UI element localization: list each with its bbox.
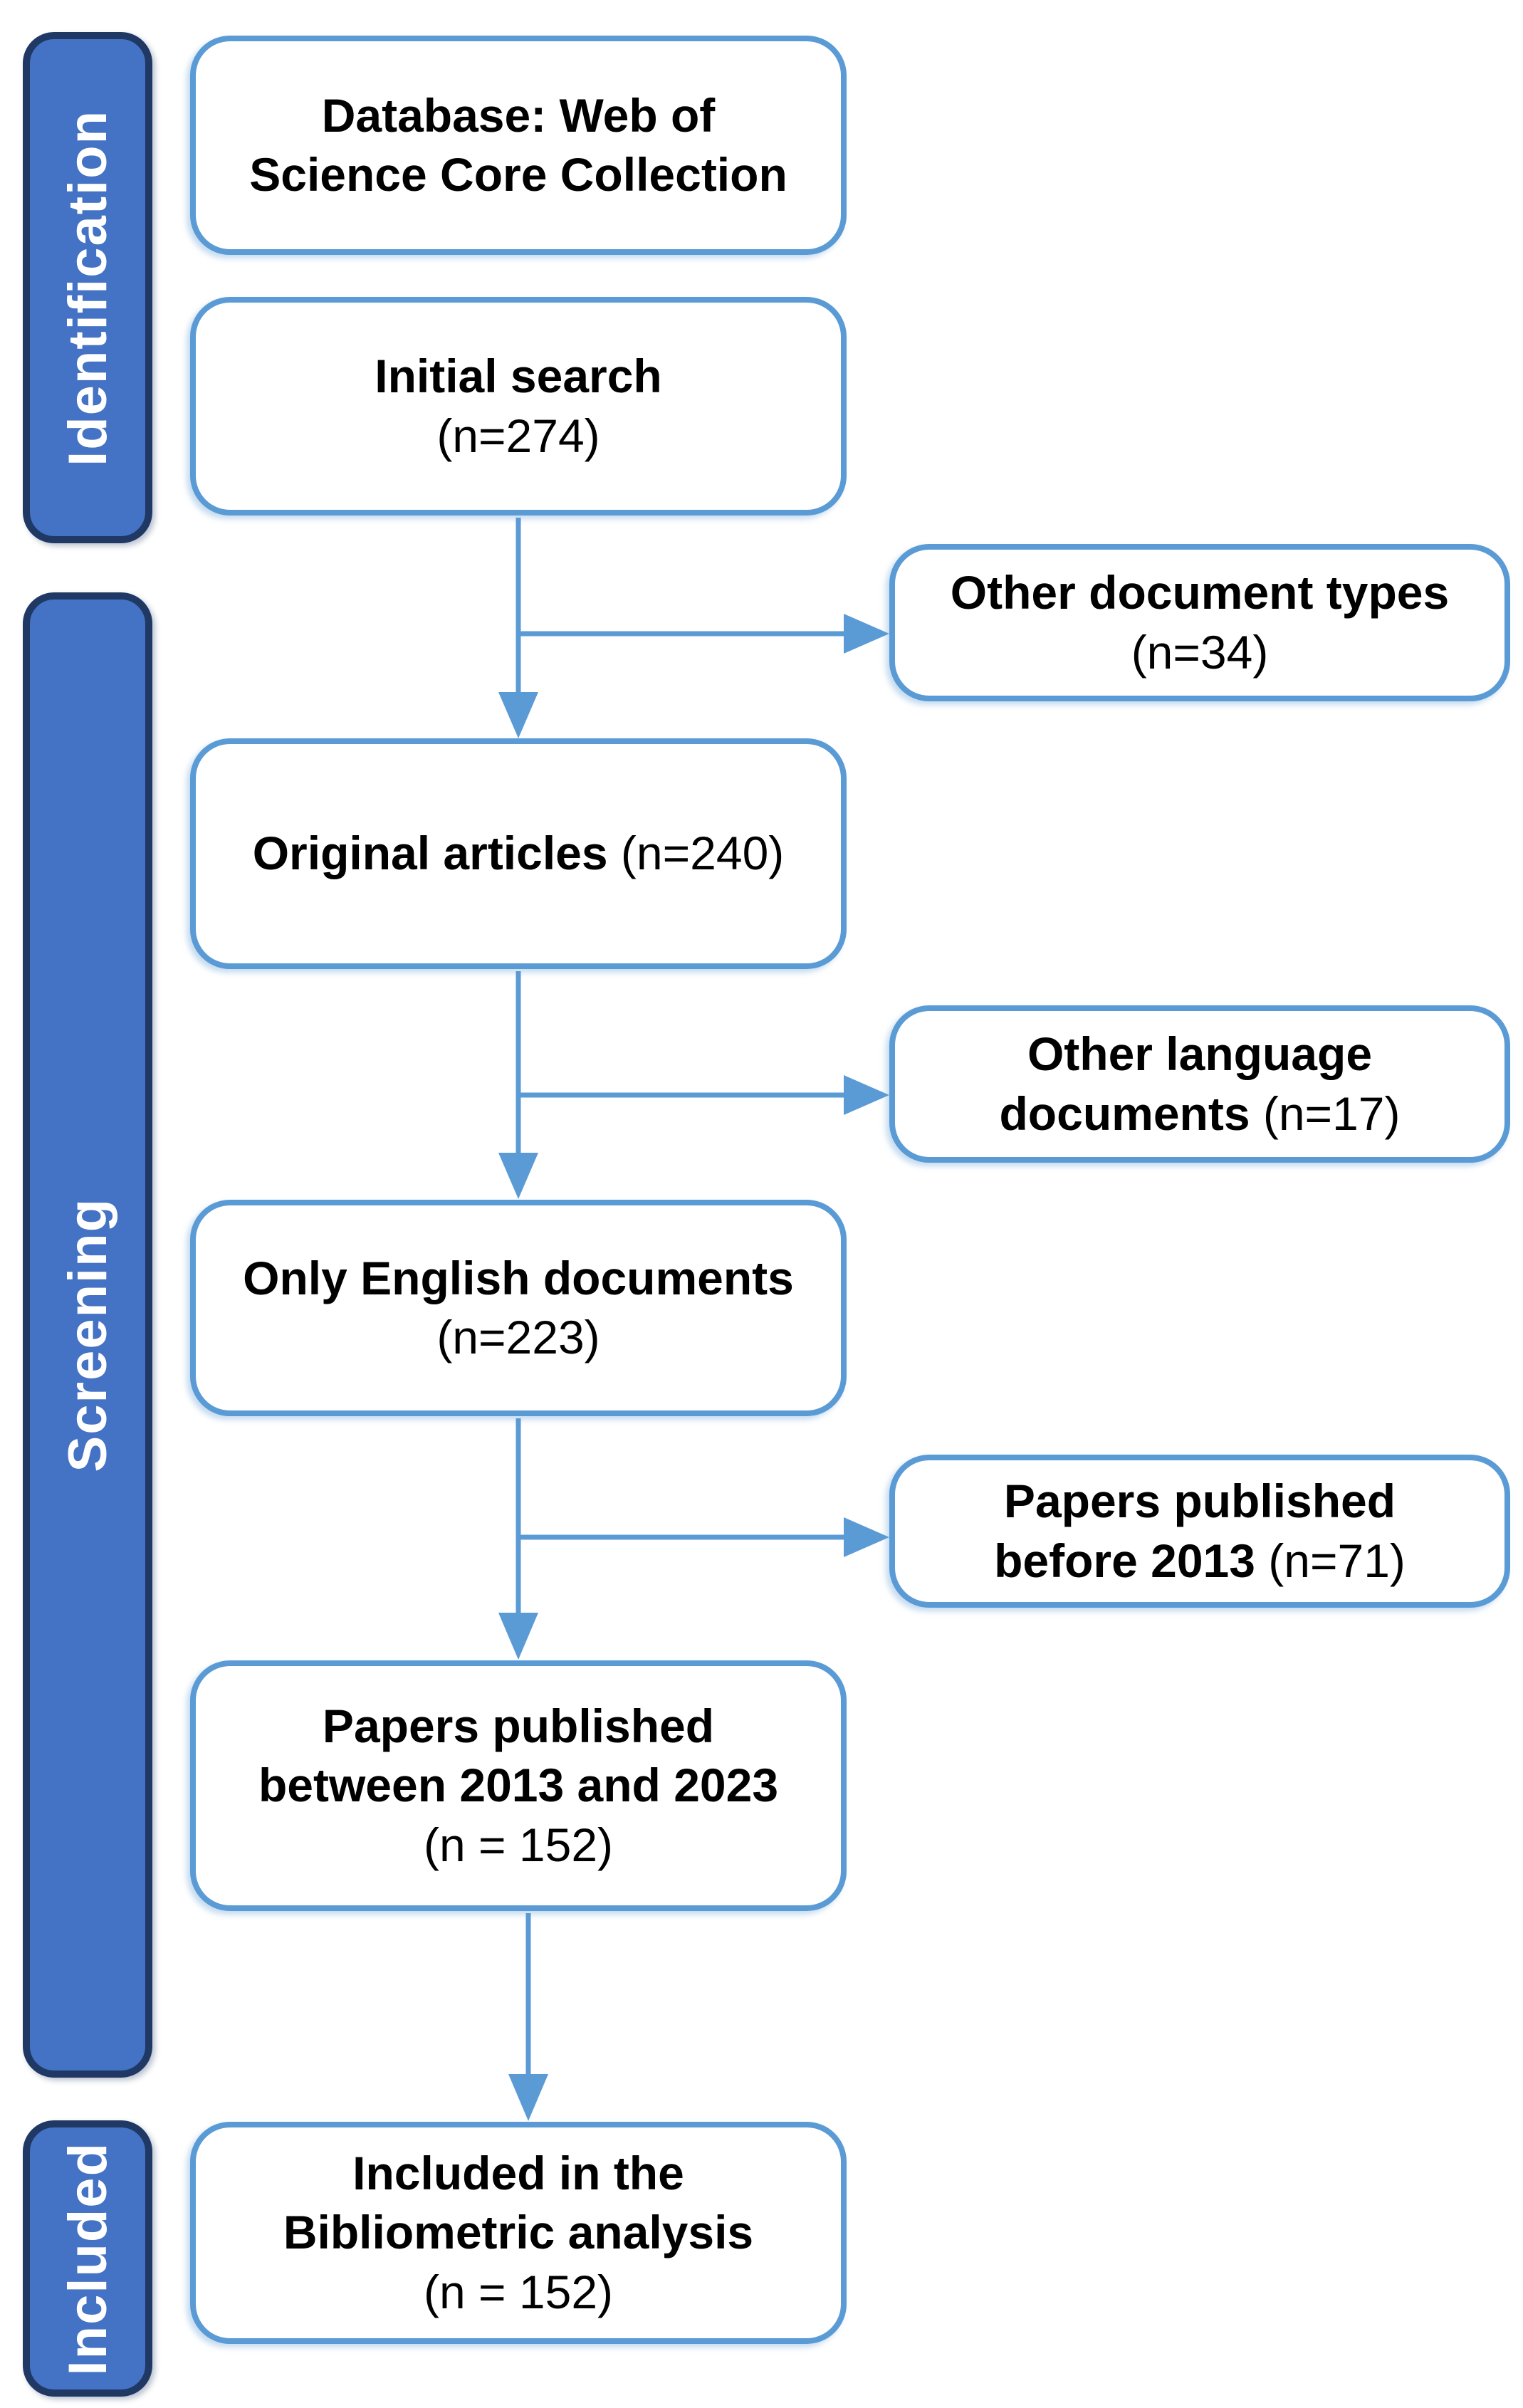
box-included-bibliometric-line1: Included in the [352, 2147, 684, 2200]
stage-included-label: Included [57, 2141, 118, 2376]
box-included-bibliometric-count: (n = 152) [424, 2265, 613, 2318]
box-included-bibliometric-line2: Bibliometric analysis [283, 2206, 754, 2259]
connector-branch-other-language [518, 1075, 889, 1115]
box-published-2013-2023-line2: between 2013 and 2023 [258, 1759, 779, 1812]
box-excluded-other-document-types-title: Other document types [950, 566, 1450, 619]
box-excluded-other-language-count: (n=17) [1250, 1087, 1401, 1140]
box-excluded-before-2013-count: (n=71) [1255, 1534, 1406, 1587]
connector-initial-to-original [498, 518, 538, 738]
box-only-english: Only English documents (n=223) [190, 1200, 847, 1416]
box-excluded-other-language-line1: Other language [1027, 1027, 1373, 1081]
box-initial-search-title: Initial search [375, 350, 662, 403]
box-database-line1: Database: Web of [321, 88, 716, 142]
box-excluded-before-2013-line1: Papers published [1003, 1475, 1396, 1528]
stage-screening-label: Screening [57, 1198, 118, 1472]
box-only-english-title: Only English documents [243, 1251, 794, 1304]
stage-included: Included [23, 2120, 152, 2397]
connector-branch-before-2013 [518, 1517, 889, 1557]
stage-identification: Identification [23, 32, 152, 543]
stage-identification-label: Identification [57, 109, 118, 466]
box-original-articles-count: (n=240) [607, 827, 785, 880]
box-original-articles: Original articles (n=240) [190, 738, 847, 969]
stage-screening: Screening [23, 592, 152, 2078]
box-excluded-before-2013: Papers published before 2013 (n=71) [889, 1455, 1510, 1608]
box-original-articles-title: Original articles [252, 827, 608, 880]
connector-english-to-between [498, 1418, 538, 1660]
box-excluded-other-document-types-count: (n=34) [1131, 625, 1269, 679]
box-database-line2: Science Core Collection [249, 148, 787, 201]
box-published-2013-2023: Papers published between 2013 and 2023 (… [190, 1660, 847, 1911]
box-published-2013-2023-line1: Papers published [322, 1700, 715, 1753]
connector-original-to-english [498, 971, 538, 1199]
box-excluded-before-2013-line2: before 2013 [994, 1534, 1255, 1587]
box-published-2013-2023-count: (n = 152) [424, 1818, 613, 1871]
box-database-source: Database: Web of Science Core Collection [190, 36, 847, 255]
connector-branch-other-document-types [518, 614, 889, 654]
box-only-english-count: (n=223) [436, 1311, 600, 1363]
box-included-bibliometric: Included in the Bibliometric analysis (n… [190, 2122, 847, 2344]
connector-between-to-included [508, 1913, 548, 2121]
box-initial-search-count: (n=274) [436, 409, 600, 462]
box-initial-search: Initial search (n=274) [190, 297, 847, 515]
box-excluded-other-document-types: Other document types (n=34) [889, 544, 1510, 701]
box-excluded-other-language-line2: documents [999, 1087, 1250, 1140]
box-excluded-other-language: Other language documents (n=17) [889, 1005, 1510, 1163]
